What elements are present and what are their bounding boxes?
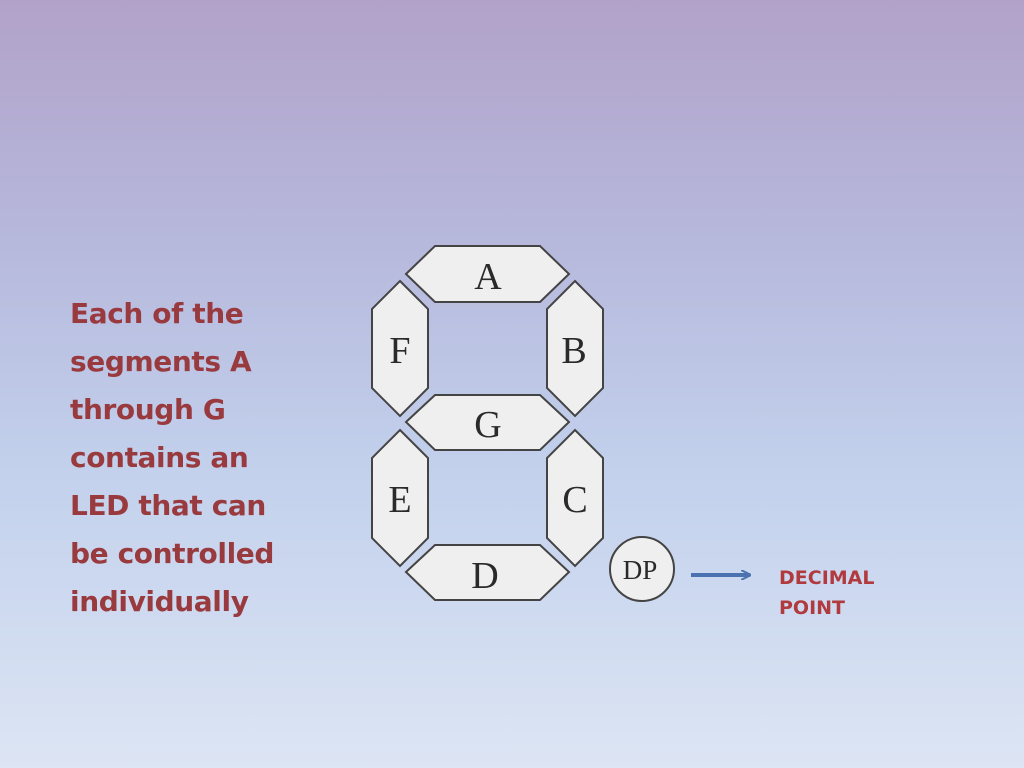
segment-f-label: F [389, 330, 410, 372]
segment-g: G [404, 394, 571, 451]
caption-line: DECIMAL [779, 567, 875, 589]
description-line: contains an [70, 441, 249, 474]
description-line: be controlled [70, 537, 275, 570]
description-line: LED that can [70, 489, 266, 522]
segment-a-label: A [474, 256, 502, 298]
segment-d-label: D [471, 555, 498, 597]
segment-c: C [546, 428, 604, 568]
segment-e-label: E [388, 479, 411, 521]
description-line: Each of the [70, 297, 244, 330]
caption-line: POINT [779, 597, 846, 619]
segment-a: A [404, 245, 571, 303]
decimal-point-label: DP [623, 555, 658, 585]
segment-c-label: C [562, 479, 587, 521]
segment-b: B [546, 279, 604, 418]
description-line: through G [70, 393, 226, 426]
description-line: segments A [70, 345, 252, 378]
decimal-point-caption: DECIMAL POINT [779, 563, 874, 623]
segment-g-label: G [474, 404, 501, 446]
description-line: individually [70, 585, 249, 618]
decimal-point: DP [609, 536, 675, 602]
description-text: Each of the segments A through G contain… [70, 290, 330, 626]
segment-b-label: B [561, 330, 586, 372]
segment-d: D [404, 544, 571, 601]
segment-f: F [371, 279, 429, 418]
segment-e: E [371, 428, 429, 568]
